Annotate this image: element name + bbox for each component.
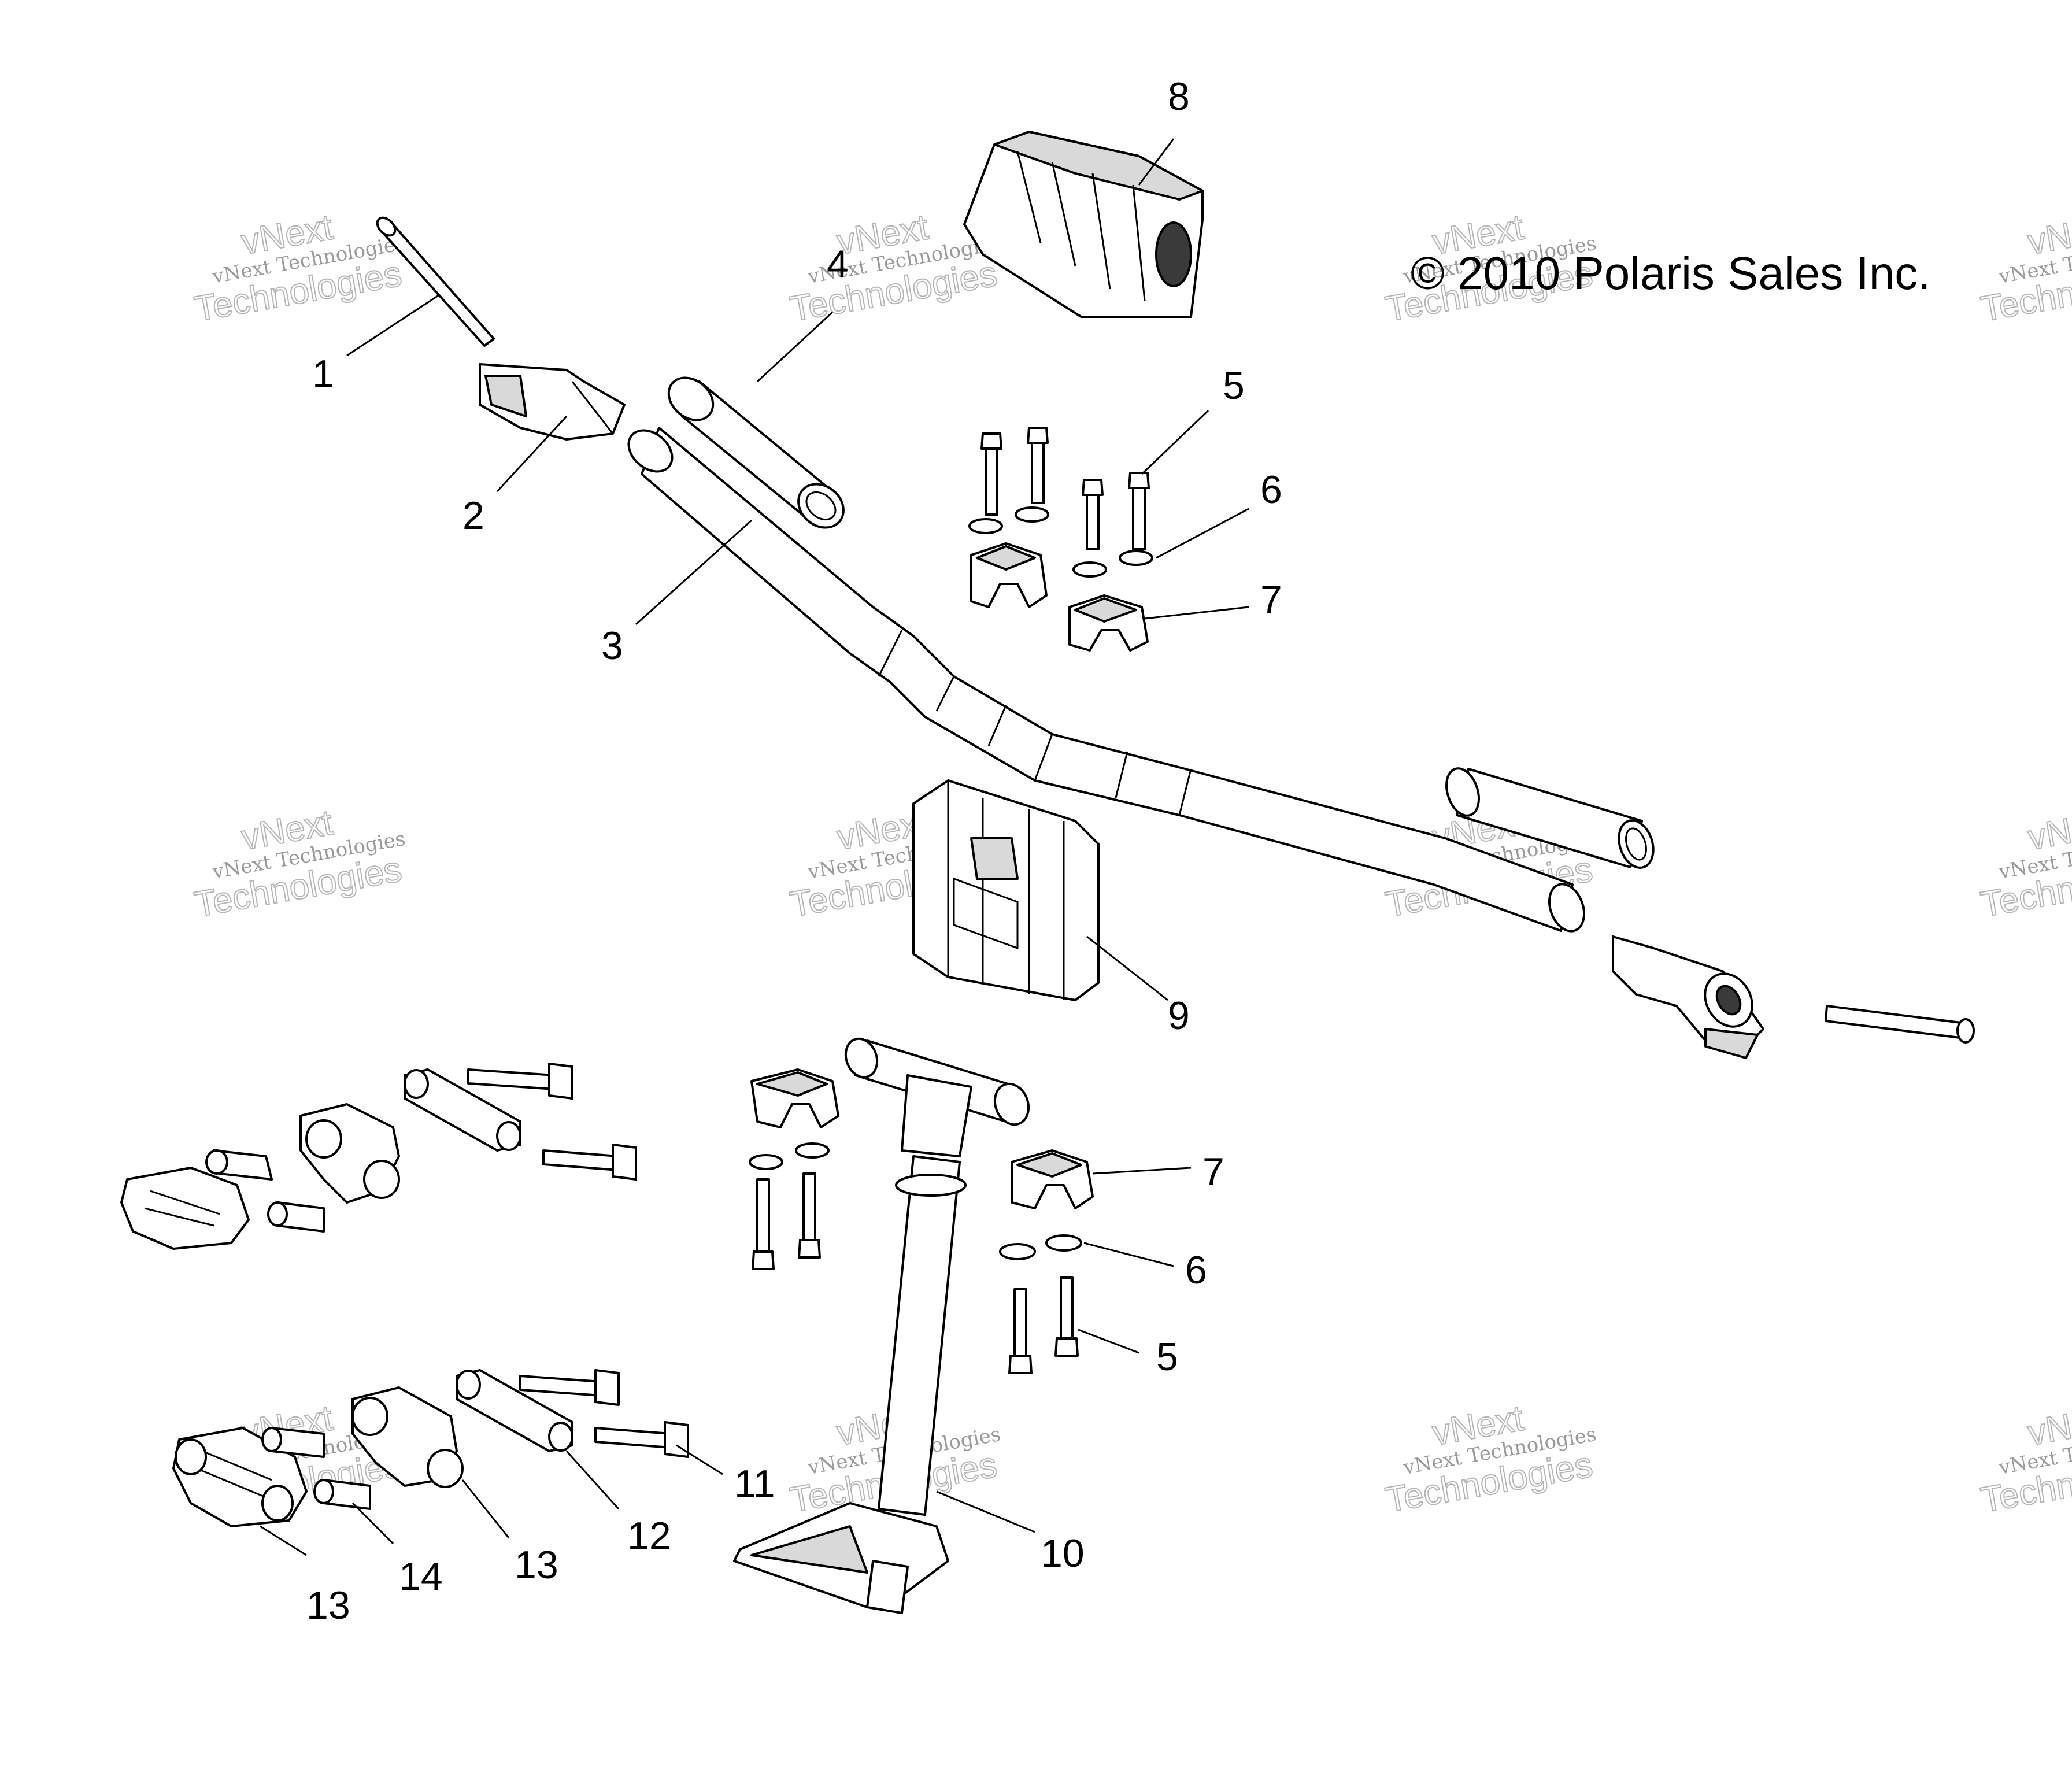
bracket-assembly-lower[interactable] [172,1369,689,1527]
bolt-right[interactable] [1825,1005,1975,1044]
washers-lower-left[interactable] [749,1142,830,1170]
crossbar-tube[interactable] [660,369,852,536]
bolt-left[interactable] [374,214,495,347]
callout-14: 14 [399,1555,443,1599]
watermark-layer: vNext Technologies vNext Technologies vN… [191,207,2072,1521]
clamp-bolts-lower-left[interactable] [752,1172,821,1270]
washers-upper[interactable] [968,506,1153,578]
leader-lines [260,138,1249,1556]
callout-13: 13 [306,1583,350,1627]
grip-tube-right[interactable] [1441,764,1659,872]
callout-13: 13 [515,1543,558,1587]
watermark: vNext Technologies vNext Technologies [191,802,407,926]
callout-2: 2 [462,494,484,538]
callout-4: 4 [827,242,849,286]
callout-7: 7 [1260,578,1282,621]
callout-5: 5 [1156,1335,1178,1379]
clamp-upper-right[interactable] [1068,594,1149,652]
watermark-text: vNext [2025,803,2072,858]
grip-end-left[interactable] [479,363,626,441]
callout-1: 1 [312,352,334,396]
watermark-text: vNext [2025,1398,2072,1453]
callout-6: 6 [1185,1248,1207,1292]
watermark: vNext Technologies vNext Technologies [1382,1398,1598,1521]
clamp-lower-left[interactable] [750,1068,839,1128]
watermark: vNext Technologies vNext Technologies [1977,802,2072,926]
watermark: vNext Technologies vNext Technologies [1977,207,2072,330]
watermark: vNext Technologies vNext Technologies [1382,207,1598,330]
callout-12: 12 [627,1514,671,1558]
callout-6: 6 [1260,468,1282,512]
grip-end-right[interactable] [1612,935,1764,1059]
washers-lower-right[interactable] [999,1234,1082,1260]
callout-3: 3 [601,624,623,668]
callout-11: 11 [734,1462,775,1506]
callout-5: 5 [1223,364,1245,408]
callout-8: 8 [1168,75,1190,119]
riser-block[interactable] [912,779,1100,1001]
copyright-notice: © 2010 Polaris Sales Inc. [1411,247,1930,299]
clamp-lower-right[interactable] [1011,1149,1094,1209]
handlebar[interactable] [621,422,1590,936]
clamp-bolts-lower-right[interactable] [1008,1276,1079,1374]
watermark-text: vNext [2025,208,2072,262]
callout-9: 9 [1168,994,1190,1038]
steering-post[interactable] [733,1034,1034,1614]
callout-10: 10 [1041,1531,1085,1575]
watermark: vNext Technologies vNext Technologies [786,207,1002,330]
watermark: vNext Technologies vNext Technologies [191,207,407,330]
callout-labels: 1 2 3 4 5 6 7 8 9 10 11 12 13 14 13 7 6 … [306,75,1282,1627]
instrument-pod[interactable] [963,131,1204,318]
callout-7: 7 [1202,1150,1224,1194]
clamp-bolts-upper[interactable] [980,427,1150,550]
bracket-assembly-upper[interactable] [120,1063,637,1250]
clamp-upper-left[interactable] [970,542,1048,608]
watermark: vNext Technologies vNext Technologies [1977,1398,2072,1521]
